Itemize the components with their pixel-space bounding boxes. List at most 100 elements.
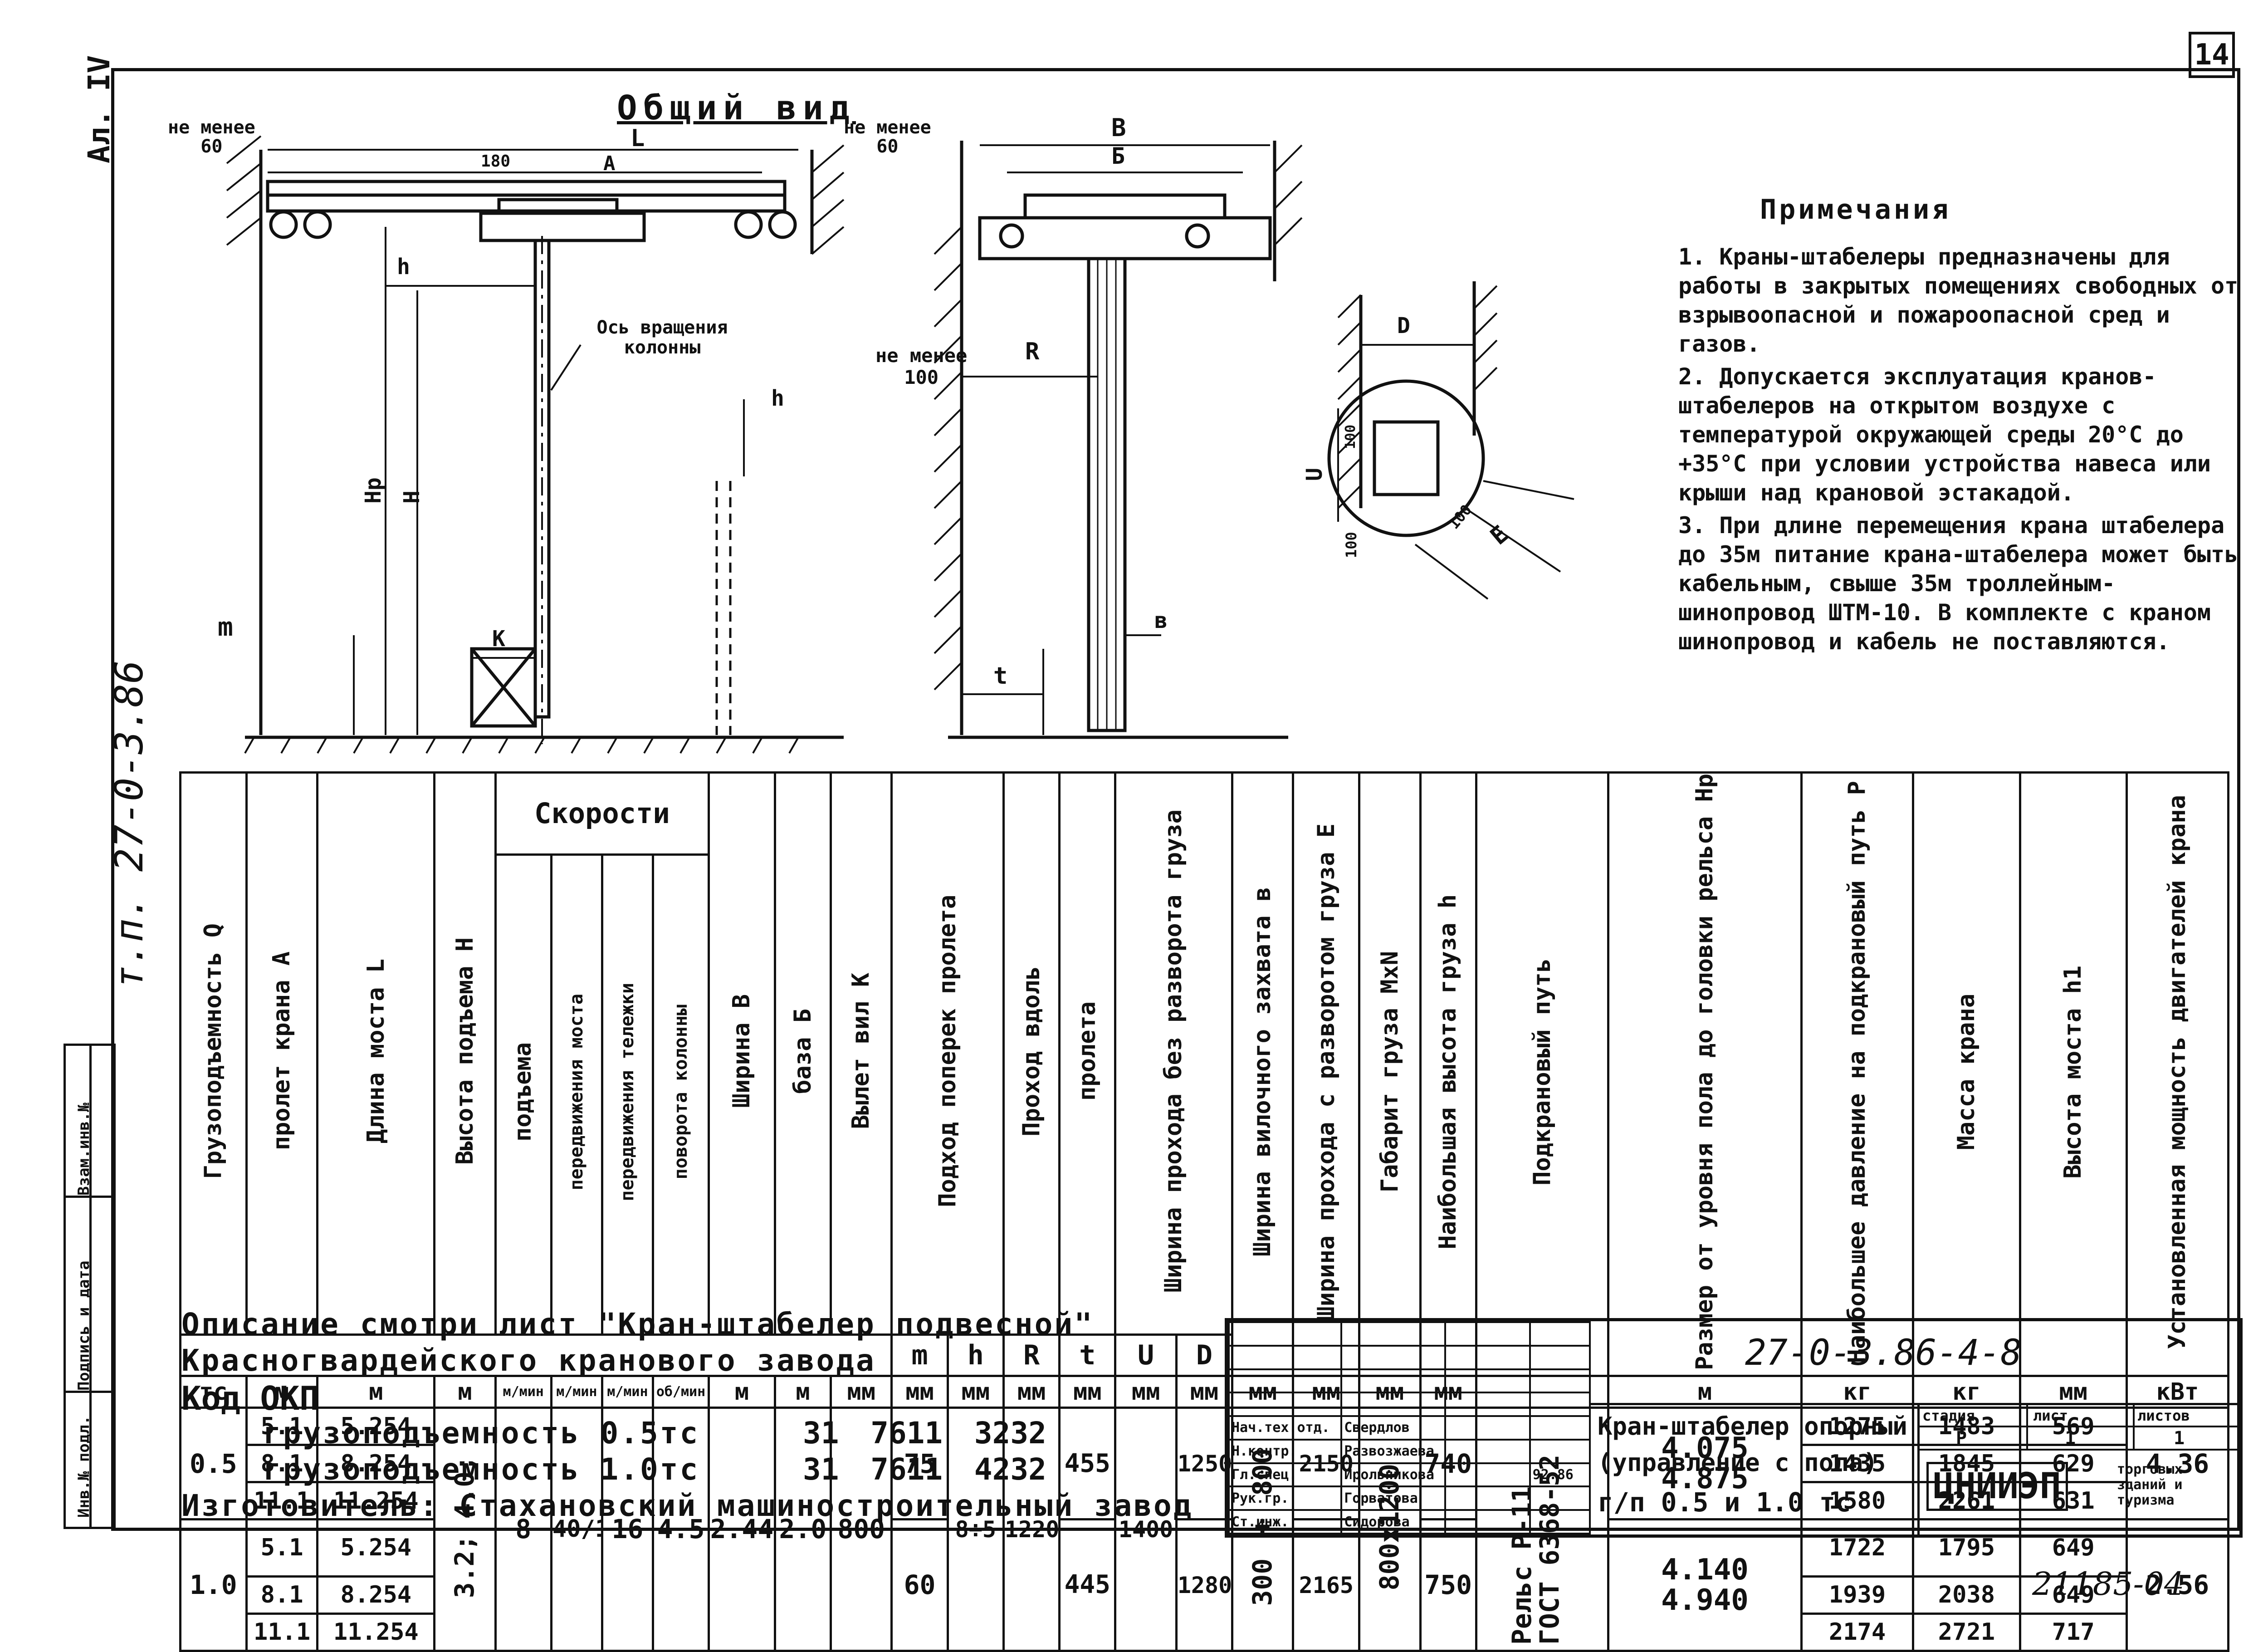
dim-B-top: B bbox=[1111, 113, 1126, 142]
h-power: Установленная мощность двигателей крана bbox=[2125, 771, 2230, 1377]
left-stamp-strip: Инв.№ подл. Подпись и дата Взам.инв.№ bbox=[64, 1044, 116, 1529]
title-block: Нач.тех.отд.Свердлов Н.контр.Развозжаева… bbox=[1225, 1318, 2243, 1538]
h-approach: Подход поперек пролета bbox=[890, 771, 1005, 1336]
dim-180: 180 bbox=[481, 152, 511, 171]
dim-R: R bbox=[1025, 338, 1040, 365]
dim-L: L bbox=[631, 125, 645, 152]
okp-title: Код ОКП bbox=[181, 1379, 319, 1417]
dim-h-small: h bbox=[397, 254, 410, 279]
okp2-label: грузоподъемность 1.0тс bbox=[263, 1452, 700, 1487]
axis-label: Ось вращения колонны bbox=[596, 317, 728, 358]
okp1-label: грузоподъемность 0.5тс bbox=[263, 1416, 700, 1451]
table-row: 8.1 8.254 1939 2038 649 bbox=[181, 1575, 2229, 1615]
spec-table: Грузоподъемность Q пролет крана A Длина … bbox=[179, 771, 2230, 1652]
h-sp-trolley: передвижения тележки bbox=[601, 853, 654, 1336]
okp1-code: 31 7611 3232 bbox=[803, 1416, 1046, 1451]
title-line-2: (управление с пола) bbox=[1598, 1448, 1878, 1477]
table-row: 11.1 11.254 1580 2261 631 bbox=[181, 1481, 2229, 1521]
h-mass: Масса крана bbox=[1912, 771, 2021, 1377]
notes-title: Примечания bbox=[1760, 194, 1951, 225]
cell-lift-height: 3.2; 4.0; bbox=[433, 1407, 497, 1652]
dim-B-sub: Б bbox=[1111, 143, 1125, 169]
maker: Изготовитель: Стахановский машиностроите… bbox=[181, 1488, 1193, 1523]
notes-block: Примечания 1. Краны-штабелеры предназнач… bbox=[1678, 195, 2241, 660]
h-passage: Ширина прохода без разворота груза bbox=[1114, 771, 1234, 1336]
dim-U: U bbox=[1302, 468, 1327, 481]
header-row-3: m h R t U D bbox=[179, 1333, 2229, 1377]
sign-row: Н.контр.Развозжаева bbox=[1227, 1438, 1591, 1464]
sign-row: Ст.инж.Сидорова bbox=[1227, 1509, 1591, 1534]
title-line-3: г/п 0.5 и 1.0 тс bbox=[1598, 1487, 1851, 1518]
okp2-code: 31 7611 4232 bbox=[803, 1452, 1046, 1487]
sheet-label: лист bbox=[2033, 1407, 2068, 1424]
h-passage-u: U bbox=[1114, 1333, 1178, 1377]
h-reach-k: Вылет вил K bbox=[829, 771, 893, 1336]
h-sp-bridge: передвижения моста bbox=[550, 853, 603, 1336]
sign-row: Рук.гр.Горватова bbox=[1227, 1485, 1591, 1511]
h-bridge-len: Длина моста L bbox=[316, 771, 436, 1336]
h-width-b: Ширина B bbox=[708, 771, 776, 1336]
dim-h-cap: H bbox=[399, 490, 425, 504]
h-wheel: Наибольшее давление на подкрановый путь … bbox=[1800, 771, 1915, 1377]
h-fork: Ширина вилочного захвата в bbox=[1231, 771, 1295, 1377]
stage-val: Р bbox=[1956, 1428, 1967, 1449]
h-passage-d: D bbox=[1175, 1333, 1234, 1377]
h-load-dim: Габарит груза МxN bbox=[1358, 771, 1422, 1377]
h-approach-m: m bbox=[890, 1333, 949, 1377]
dim-b-small: в bbox=[1154, 608, 1168, 633]
sheet-val: 1 bbox=[2065, 1428, 2076, 1449]
desc-line-1: Описание смотри лист "Кран-штабелер подв… bbox=[181, 1307, 1094, 1342]
h-rail: Подкрановый путь bbox=[1475, 771, 1610, 1377]
h-sp-lift: подъема bbox=[494, 853, 552, 1336]
dim-100b: 100 bbox=[1343, 532, 1360, 558]
stage-label: стадия bbox=[1922, 1407, 1975, 1424]
h-bridge-h: Высота моста h1 bbox=[2019, 771, 2128, 1377]
note-3: 3. При длине перемещения крана штабелера… bbox=[1678, 512, 2239, 655]
cell-capacity: 0.5 bbox=[179, 1407, 248, 1521]
dim-m: m bbox=[218, 613, 233, 642]
table-row: 1.0 5.1 5.254 60 445 1280 2165 750 4.140… bbox=[179, 1518, 2230, 1652]
drawing-title: Общий вид bbox=[617, 88, 856, 127]
header-row-2: подъема передвижения моста передвижения … bbox=[181, 853, 2229, 1336]
page-number: 14 bbox=[2189, 32, 2235, 78]
org-sub: торговых зданий и туризма bbox=[2117, 1461, 2183, 1508]
stage-cells: стадия лист листов Р 1 1 bbox=[1920, 1405, 2239, 1451]
title-line-1: Кран-штабелер опорный bbox=[1598, 1412, 1907, 1441]
note-1: 1. Краны-штабелеры предназначены для раб… bbox=[1678, 244, 2239, 357]
dim-t: t bbox=[993, 662, 1008, 690]
sign-row: Нач.тех.отд.Свердлов bbox=[1227, 1415, 1591, 1441]
dim-hp: Hр bbox=[361, 477, 386, 504]
dim-A: A bbox=[603, 152, 616, 175]
h-span: пролет крана A bbox=[245, 771, 319, 1336]
org-name: ЦНИИЭП bbox=[1926, 1462, 2068, 1511]
dim-D: D bbox=[1397, 313, 1410, 338]
h-max-height: Наибольшая высота груза h bbox=[1419, 771, 1477, 1377]
h-speeds: Скорости bbox=[494, 771, 710, 856]
doc-code: 27-0-3.86-4-8 bbox=[1745, 1333, 2022, 1373]
h-capacity: Грузоподъемность Q bbox=[179, 771, 248, 1336]
h-along: Проход вдоль bbox=[1002, 771, 1061, 1336]
archive-number: 21185-04 bbox=[2032, 1565, 2185, 1603]
note-2: 2. Допускается эксплуатация кранов-штабе… bbox=[1678, 363, 2211, 506]
dim-h-bridge: h bbox=[771, 386, 784, 411]
dim-k: K bbox=[492, 626, 505, 652]
sheets-val: 1 bbox=[2174, 1428, 2185, 1449]
h-base-b: база Б bbox=[773, 771, 832, 1336]
signatures-grid: Нач.тех.отд.Свердлов Н.контр.Развозжаева… bbox=[1227, 1321, 1591, 1534]
h-floor-rail: Размер от уровня пола до головки рельса … bbox=[1607, 771, 1803, 1377]
h-span-pass: пролета bbox=[1058, 771, 1117, 1336]
h-lift-height: Высота подъема H bbox=[433, 771, 497, 1336]
h-sp-rotate: поворота колонны bbox=[651, 853, 710, 1336]
h-pass-turn: Ширина прохода с разворотом груза E bbox=[1292, 771, 1361, 1377]
desc-line-2: Красногвардейского кранового завода bbox=[181, 1343, 876, 1378]
h-approach-h: h bbox=[946, 1333, 1005, 1377]
dim-100a: 100 bbox=[1343, 424, 1359, 449]
h-along-r: R bbox=[1002, 1333, 1061, 1377]
h-span-t: t bbox=[1058, 1333, 1117, 1377]
header-row-1: Грузоподъемность Q пролет крана A Длина … bbox=[179, 771, 2230, 1377]
